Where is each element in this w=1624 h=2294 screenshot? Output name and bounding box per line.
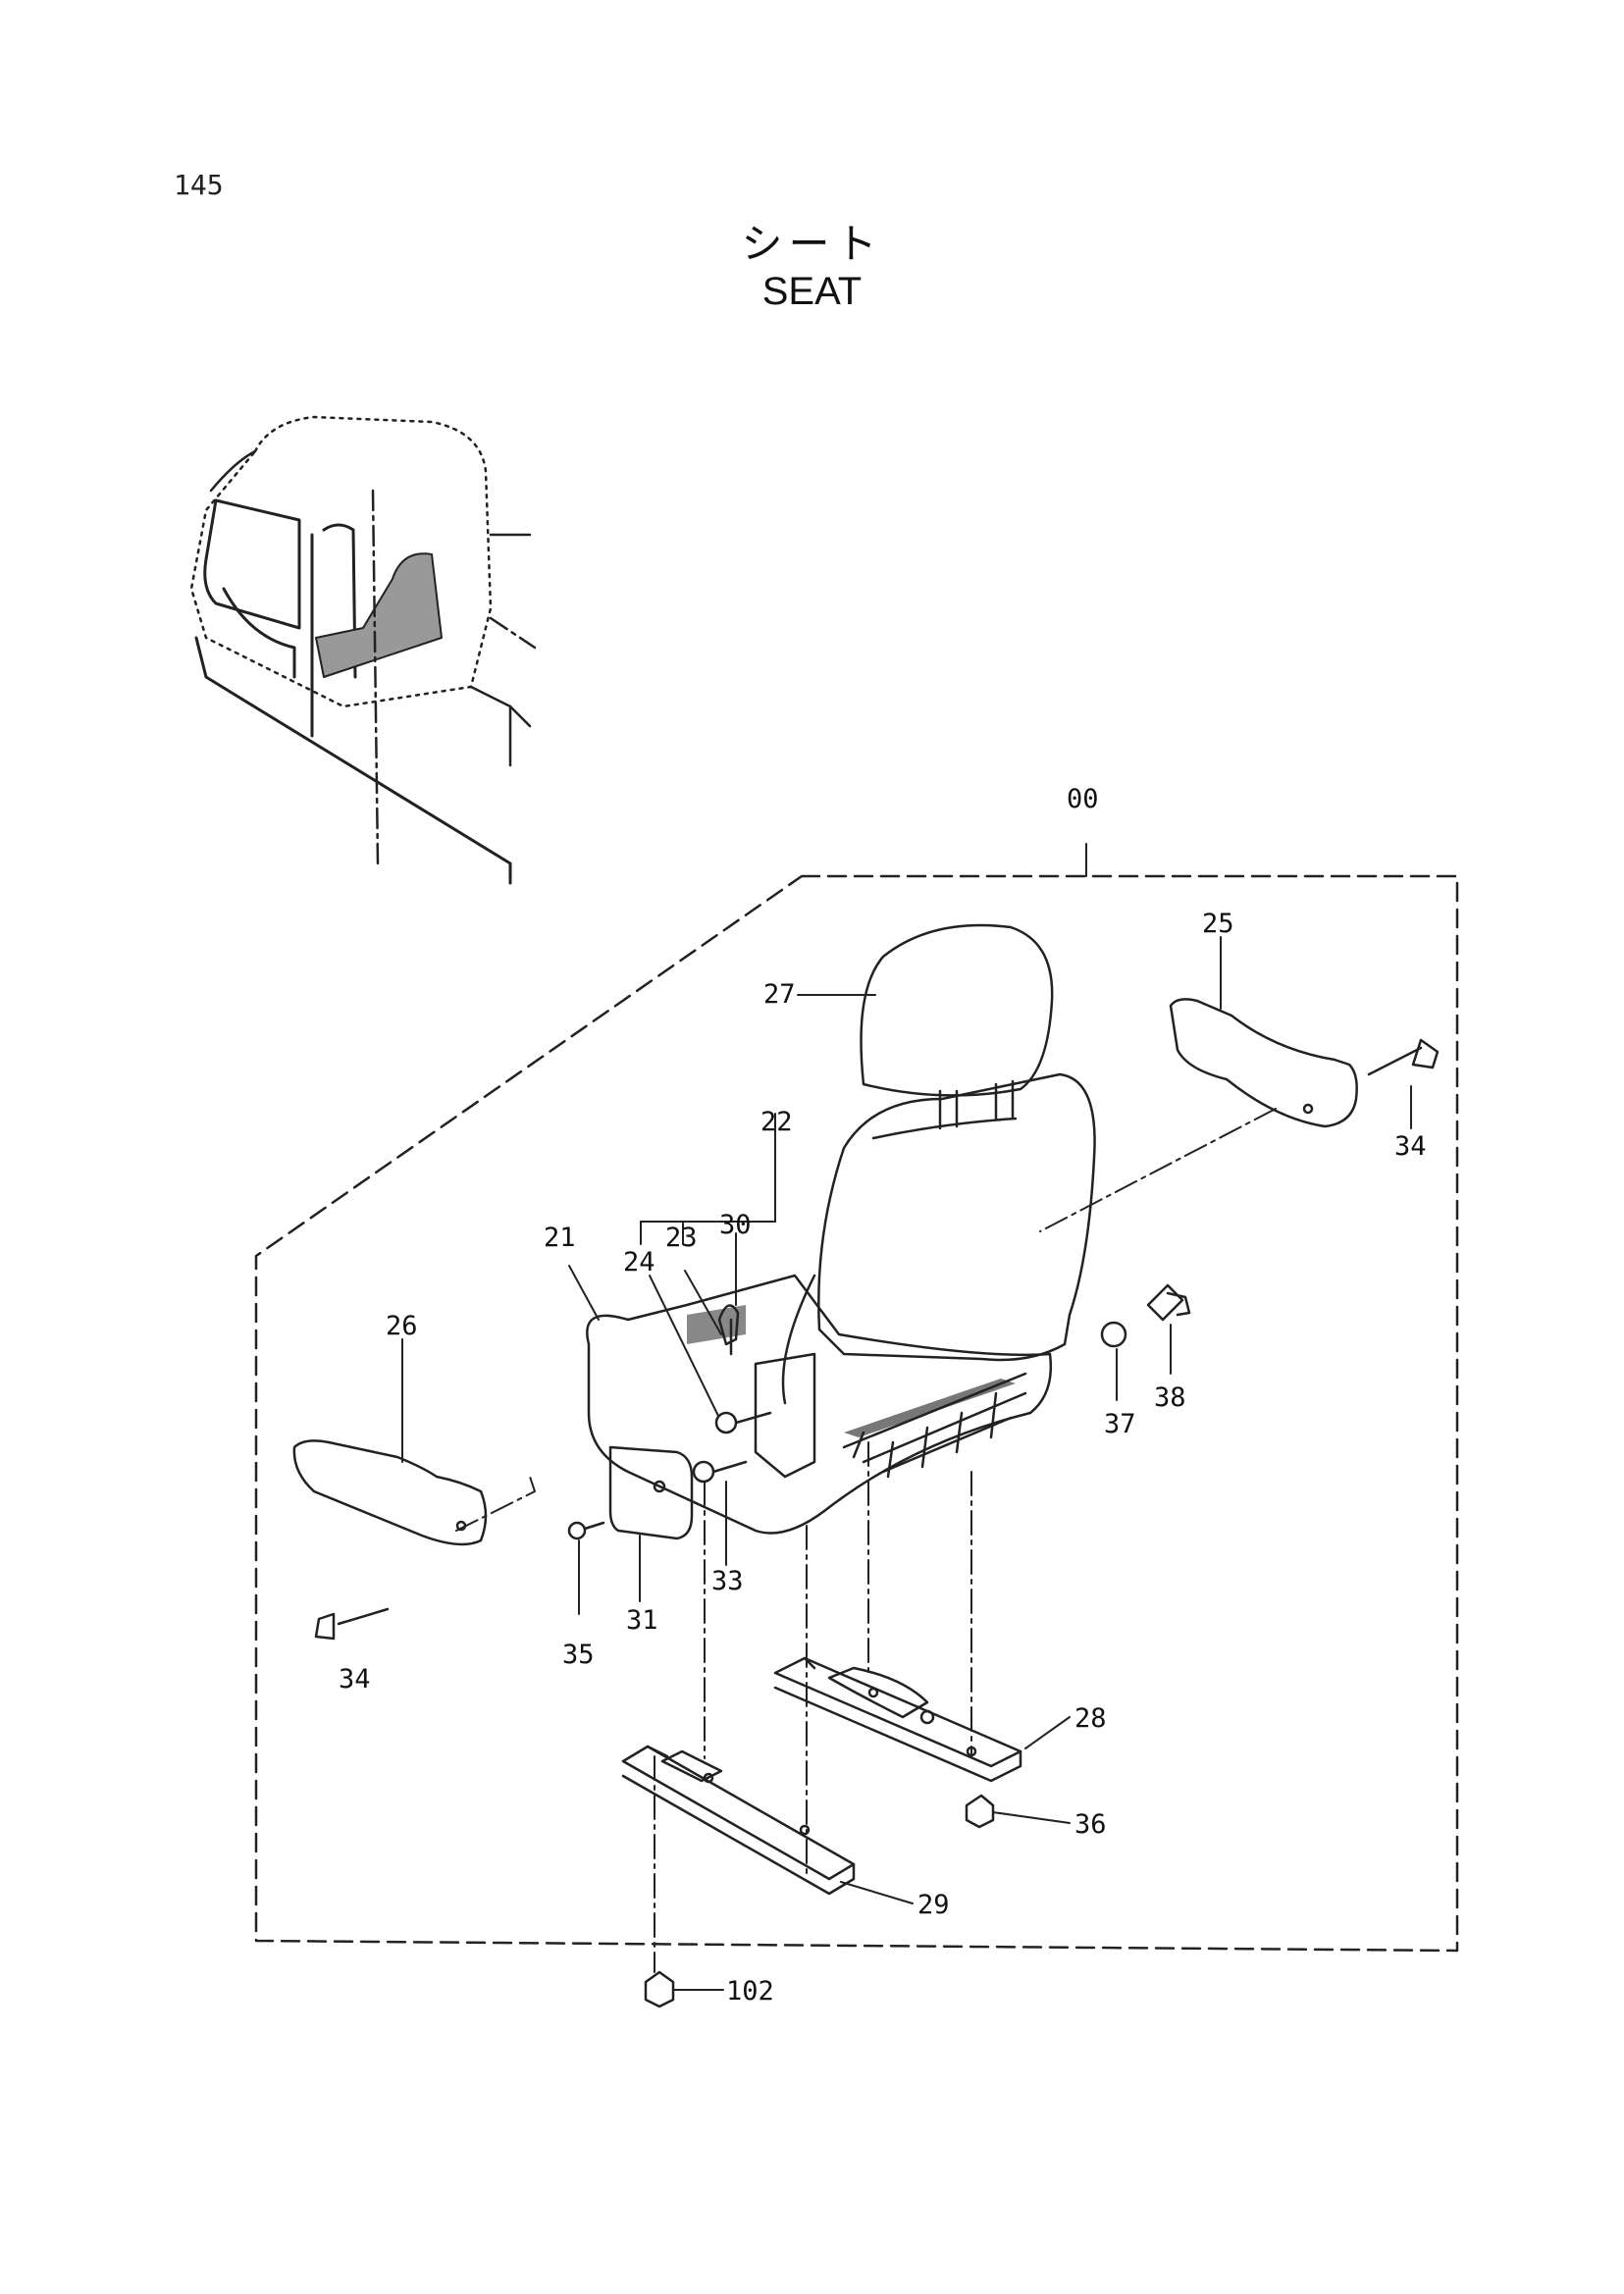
cover-plate-part-31 (608, 1445, 694, 1540)
nut-part-102 (644, 1970, 675, 2008)
part-label-36: 36 (1074, 1809, 1107, 1840)
bolt-part-38 (1146, 1283, 1184, 1322)
part-label-34-left: 34 (339, 1664, 371, 1694)
part-label-21: 21 (544, 1223, 576, 1253)
part-label-31: 31 (626, 1605, 658, 1636)
centerlines (455, 1108, 1277, 1973)
diagram-title-japanese: シート (741, 220, 883, 268)
part-label-30: 30 (719, 1210, 752, 1240)
diagram-title-english: SEAT (761, 270, 863, 313)
bolt-part-34-left (337, 1607, 390, 1626)
part-label-33: 33 (711, 1566, 744, 1596)
bracket (754, 1352, 816, 1479)
part-label-25: 25 (1202, 909, 1234, 939)
slide-rail-part-28 (773, 1656, 1022, 1783)
part-label-22: 22 (760, 1107, 793, 1137)
washer-part-37 (1100, 1321, 1127, 1348)
leader-lines (401, 936, 1412, 1991)
assembly-boundary-00 (254, 874, 1459, 1953)
bolt-part-34-right (1367, 1046, 1423, 1076)
armrest-right-part-25 (1169, 998, 1358, 1128)
part-label-28: 28 (1074, 1703, 1107, 1734)
armrest-left-part-26 (292, 1439, 488, 1546)
part-label-26: 26 (386, 1311, 418, 1341)
part-label-37: 37 (1104, 1409, 1136, 1439)
page-number: 145 (174, 169, 224, 201)
headrest-part-27 (860, 923, 1054, 1130)
part-label-38: 38 (1154, 1382, 1186, 1413)
cab-location-inset (189, 415, 537, 885)
part-label-102: 102 (726, 1976, 774, 2007)
part-label-35: 35 (562, 1640, 595, 1670)
nut-part-36 (965, 1794, 995, 1829)
part-label-00: 00 (1067, 784, 1099, 814)
part-label-34-right: 34 (1394, 1131, 1427, 1162)
part-label-24: 24 (623, 1247, 655, 1277)
part-labels: 00 21 22 23 24 25 26 27 28 29 30 31 33 3… (339, 784, 1427, 2007)
part-label-29: 29 (917, 1890, 950, 1920)
slide-rail-part-29 (621, 1745, 856, 1896)
lever-part-30 (717, 1304, 740, 1346)
part-label-27: 27 (763, 979, 796, 1010)
part-label-23: 23 (665, 1223, 698, 1253)
